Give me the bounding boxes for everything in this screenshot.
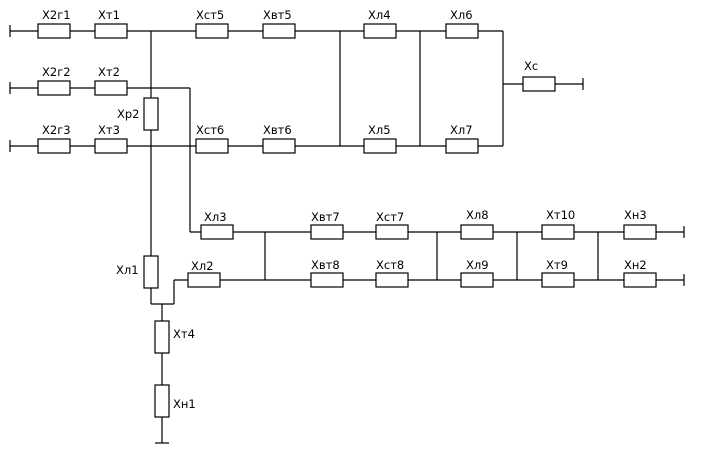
xl9-resistor [460, 272, 494, 288]
label-xl3: Xл3 [204, 210, 227, 224]
xt3-resistor [94, 138, 128, 154]
label-xc: Xс [524, 59, 538, 73]
xt2-resistor [94, 80, 128, 96]
xl5-resistor [363, 138, 397, 154]
xl2-resistor [187, 272, 221, 288]
xst8-resistor [375, 272, 409, 288]
label-xvt7: Xвт7 [311, 210, 340, 224]
label-xn2: Xн2 [624, 258, 647, 272]
xt9-resistor [541, 272, 575, 288]
xc-resistor [522, 76, 556, 92]
label-xt2: Xт2 [98, 65, 120, 79]
label-xl5: Xл5 [368, 123, 391, 137]
label-xvt5: Xвт5 [263, 8, 292, 22]
label-x2g3: X2г3 [42, 123, 71, 137]
label-xst6: Xст6 [196, 123, 224, 137]
xt4-resistor [154, 320, 170, 354]
label-x2g1: X2г1 [42, 8, 71, 22]
xl8-resistor [460, 224, 494, 240]
xst6-resistor [195, 138, 229, 154]
xr2-resistor [143, 97, 159, 131]
circuit-wires [9, 25, 685, 444]
label-xt1: Xт1 [98, 8, 120, 22]
label-xl2: Xл2 [191, 259, 214, 273]
xl4-resistor [363, 23, 397, 39]
xn2-resistor [623, 272, 657, 288]
label-xvt8: Xвт8 [311, 258, 340, 272]
label-xn1: Xн1 [173, 397, 196, 411]
label-xl4: Xл4 [368, 8, 391, 22]
xst5-resistor [195, 23, 229, 39]
label-xst8: Xст8 [376, 258, 404, 272]
xn3-resistor [623, 224, 657, 240]
xl7-resistor [445, 138, 479, 154]
label-xt4: Xт4 [173, 327, 195, 341]
label-xt9: Xт9 [546, 258, 568, 272]
xt10-resistor [541, 224, 575, 240]
xvt5-resistor [262, 23, 296, 39]
label-xl9: Xл9 [466, 258, 489, 272]
label-xr2: Xр2 [117, 107, 140, 121]
label-x2g2: X2г2 [42, 65, 71, 79]
label-xst5: Xст5 [196, 8, 224, 22]
label-xt3: Xт3 [98, 123, 120, 137]
label-xl8: Xл8 [466, 208, 489, 222]
xst7-resistor [375, 224, 409, 240]
label-xl6: Xл6 [450, 8, 473, 22]
label-xst7: Xст7 [376, 210, 404, 224]
label-xt10: Xт10 [546, 208, 575, 222]
xvt7-resistor [310, 224, 344, 240]
xl6-resistor [445, 23, 479, 39]
xt1-resistor [94, 23, 128, 39]
label-xn3: Xн3 [624, 208, 647, 222]
xn1-resistor [154, 384, 170, 418]
xl3-resistor [200, 224, 234, 240]
xl1-resistor [143, 255, 159, 289]
xvt8-resistor [310, 272, 344, 288]
x2g1-resistor [37, 23, 71, 39]
x2g2-resistor [37, 80, 71, 96]
label-xl7: Xл7 [450, 123, 473, 137]
label-xvt6: Xвт6 [263, 123, 292, 137]
label-xl1: Xл1 [116, 263, 139, 277]
xvt6-resistor [262, 138, 296, 154]
x2g3-resistor [37, 138, 71, 154]
